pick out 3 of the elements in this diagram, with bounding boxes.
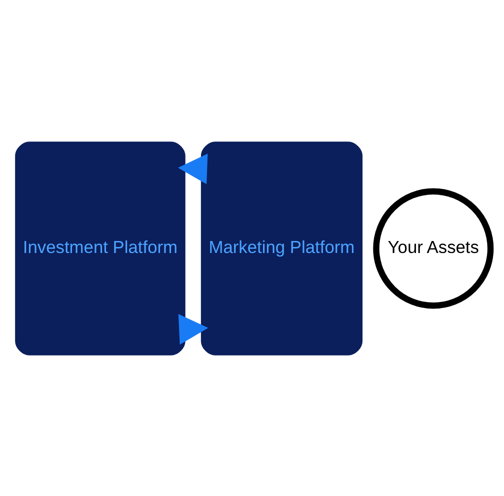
arrow	[178, 153, 208, 184]
node-circle: Your Assets	[372, 188, 494, 308]
arrow	[178, 314, 208, 344]
